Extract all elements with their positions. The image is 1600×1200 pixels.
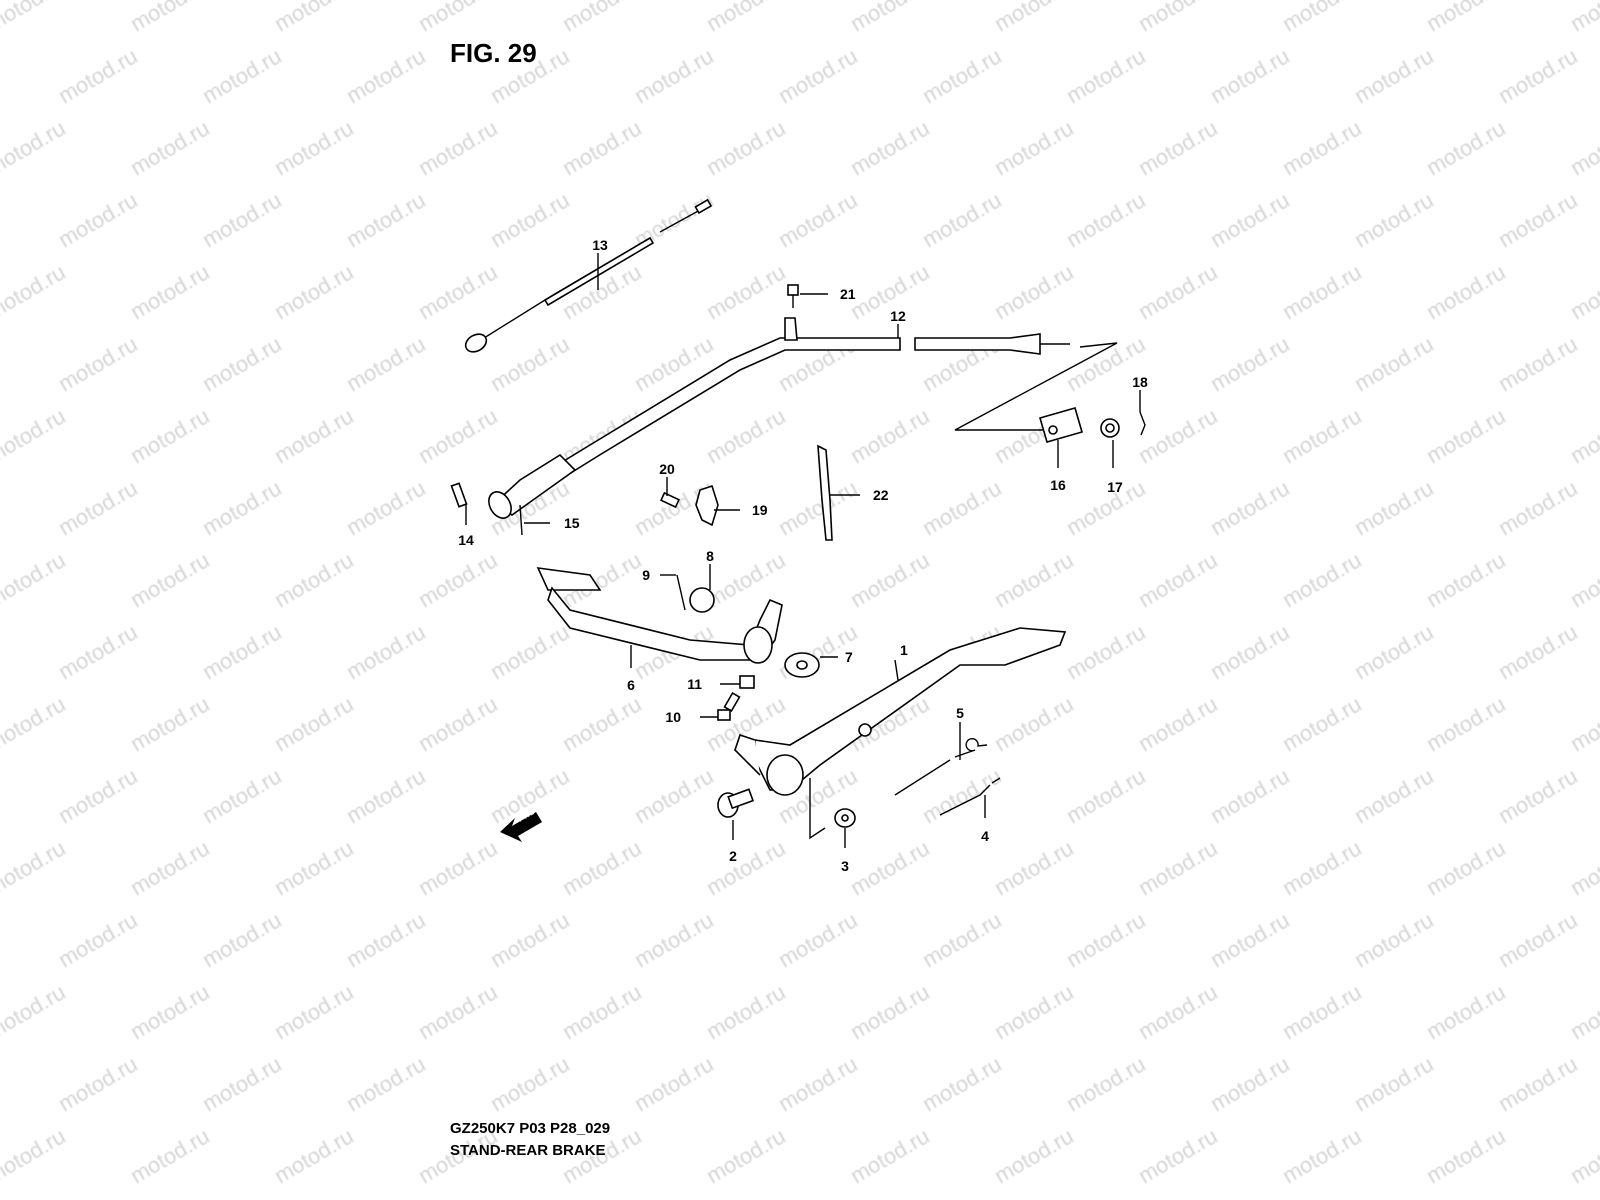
callout-22: 22 bbox=[873, 487, 889, 503]
callout-9: 9 bbox=[642, 567, 650, 583]
figure-title: FIG. 29 bbox=[450, 38, 537, 68]
callout-17: 17 bbox=[1107, 479, 1123, 495]
part-7-washer bbox=[784, 652, 820, 678]
callout-19: 19 bbox=[752, 502, 768, 518]
callout-11: 11 bbox=[687, 676, 702, 692]
callout-21: 21 bbox=[840, 286, 856, 302]
callout-20: 20 bbox=[659, 461, 675, 477]
callout-10: 10 bbox=[665, 709, 681, 725]
callout-13: 13 bbox=[592, 237, 608, 253]
part-15-cotter-pin bbox=[519, 504, 523, 536]
part-4-spring bbox=[939, 777, 1001, 816]
callout-1: 1 bbox=[900, 642, 908, 658]
diagram-name: STAND-REAR BRAKE bbox=[450, 1142, 606, 1159]
part-20-bolt bbox=[659, 491, 681, 509]
callout-6: 6 bbox=[627, 677, 635, 693]
part-12-brake-cable bbox=[488, 317, 1070, 519]
part-10-bolt bbox=[717, 691, 741, 721]
diagram-footer: GZ250K7 P03 P28_029 STAND-REAR BRAKE bbox=[450, 1118, 610, 1162]
callout-15: 15 bbox=[564, 515, 580, 531]
callout-3: 3 bbox=[841, 858, 849, 874]
part-19-clamp bbox=[695, 484, 719, 527]
diagram-code: GZ250K7 P03 P28_029 bbox=[450, 1120, 611, 1137]
part-11-nut bbox=[739, 675, 755, 689]
callout-16: 16 bbox=[1050, 477, 1066, 493]
part-22-clamp-band bbox=[817, 444, 833, 541]
assembly-guide-line-3 bbox=[809, 778, 826, 840]
callout-5: 5 bbox=[956, 705, 964, 721]
part-5-spring bbox=[894, 738, 988, 796]
callout-7: 7 bbox=[845, 649, 853, 665]
callout-8: 8 bbox=[706, 548, 714, 564]
fwd-arrow-icon: FWD bbox=[500, 807, 542, 842]
part-6-brake-pedal bbox=[536, 567, 783, 664]
callout-14: 14 bbox=[458, 532, 474, 548]
leader-line-1 bbox=[894, 659, 899, 681]
part-3-nut bbox=[834, 808, 856, 828]
part-17-washer bbox=[1100, 418, 1120, 438]
part-21-bolt bbox=[787, 284, 799, 308]
part-8-spring bbox=[689, 587, 715, 613]
part-14-pin bbox=[450, 482, 468, 508]
callout-18: 18 bbox=[1132, 374, 1148, 390]
callout-12: 12 bbox=[890, 308, 906, 324]
assembly-guide-line bbox=[954, 342, 1118, 431]
part-18-clip bbox=[1139, 411, 1146, 436]
part-9-cotter-pin bbox=[676, 574, 686, 611]
part-16-joint bbox=[1039, 407, 1083, 443]
part-2-bolt bbox=[717, 788, 755, 818]
callout-4: 4 bbox=[981, 828, 989, 844]
part-13-switch-cable bbox=[464, 198, 713, 353]
part-1-stand bbox=[734, 627, 1067, 796]
callout-2: 2 bbox=[729, 848, 737, 864]
